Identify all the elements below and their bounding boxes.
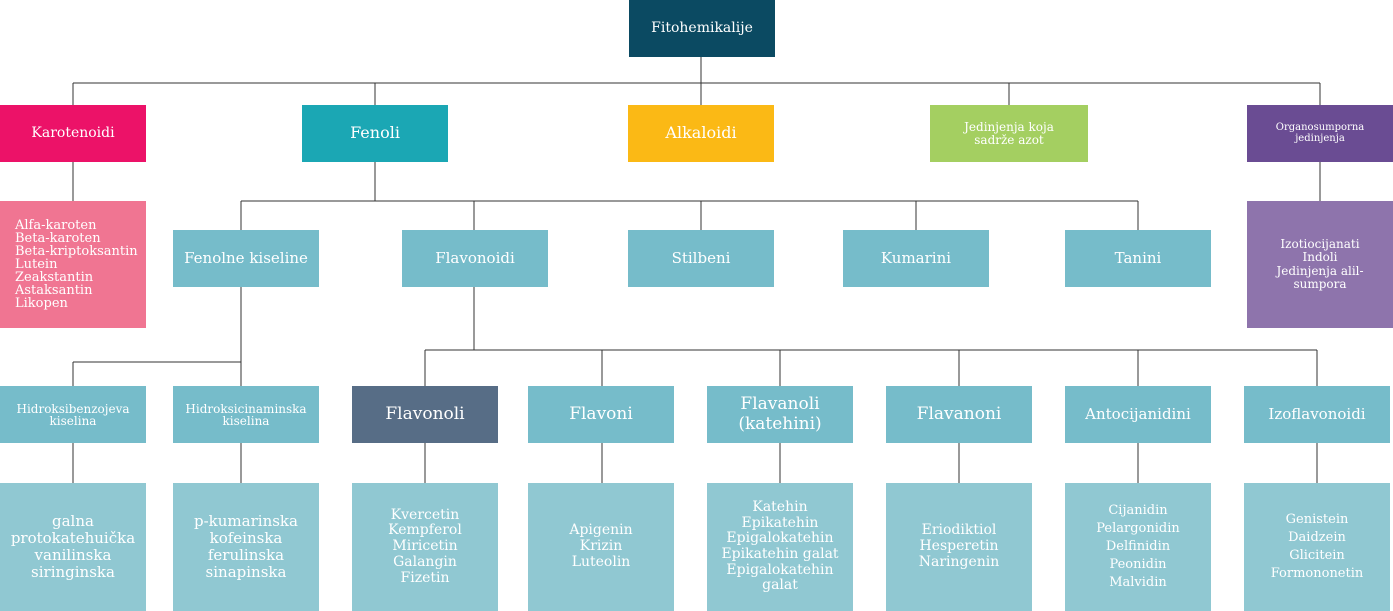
node-fenoli: Fenoli xyxy=(302,105,448,162)
node-fitohemikalije: Fitohemikalije xyxy=(629,0,775,57)
node-izoflavonoidi: Izoflavonoidi xyxy=(1244,386,1390,443)
node-flavanoni: Flavanoni xyxy=(886,386,1032,443)
node-kumarini: Kumarini xyxy=(843,230,989,287)
hidroksibenzojeva-list: galna protokatehuička vanilinska siringi… xyxy=(0,483,146,611)
karotenoidi-list: Alfa-karoten Beta-karoten Beta-kriptoksa… xyxy=(0,201,146,328)
node-flavanoli: Flavanoli (katehini) xyxy=(707,386,853,443)
node-hidroksicinaminska-kiselina: Hidroksicinaminska kiselina xyxy=(173,386,319,443)
organosumporna-list: Izotiocijanati Indoli Jedinjenja alil-su… xyxy=(1247,201,1393,328)
hidroksicinaminska-list: p-kumarinska kofeinska ferulinska sinapi… xyxy=(173,483,319,611)
flavanoli-list: Katehin Epikatehin Epigalokatehin Epikat… xyxy=(707,483,853,611)
node-alkaloidi: Alkaloidi xyxy=(628,105,774,162)
node-flavonoli: Flavonoli xyxy=(352,386,498,443)
node-fenolne-kiseline: Fenolne kiseline xyxy=(173,230,319,287)
node-organosumporna-jedinjenja: Organosumporna jedinjenja xyxy=(1247,105,1393,162)
izoflavonoidi-list: Genistein Daidzein Glicitein Formononeti… xyxy=(1244,483,1390,611)
flavonoli-list: Kvercetin Kempferol Miricetin Galangin F… xyxy=(352,483,498,611)
node-hidroksibenzojeva-kiselina: Hidroksibenzojeva kiselina xyxy=(0,386,146,443)
node-antocijanidini: Antocijanidini xyxy=(1065,386,1211,443)
node-flavonoidi: Flavonoidi xyxy=(402,230,548,287)
flavoni-list: Apigenin Krizin Luteolin xyxy=(528,483,674,611)
node-flavoni: Flavoni xyxy=(528,386,674,443)
node-karotenoidi: Karotenoidi xyxy=(0,105,146,162)
node-jedinjenja-koja-sadrze-azot: Jedinjenja koja sadrže azot xyxy=(930,105,1088,162)
node-stilbeni: Stilbeni xyxy=(628,230,774,287)
node-tanini: Tanini xyxy=(1065,230,1211,287)
antocijanidini-list: Cijanidin Pelargonidin Delfinidin Peonid… xyxy=(1065,483,1211,611)
flavanoni-list: Eriodiktiol Hesperetin Naringenin xyxy=(886,483,1032,611)
